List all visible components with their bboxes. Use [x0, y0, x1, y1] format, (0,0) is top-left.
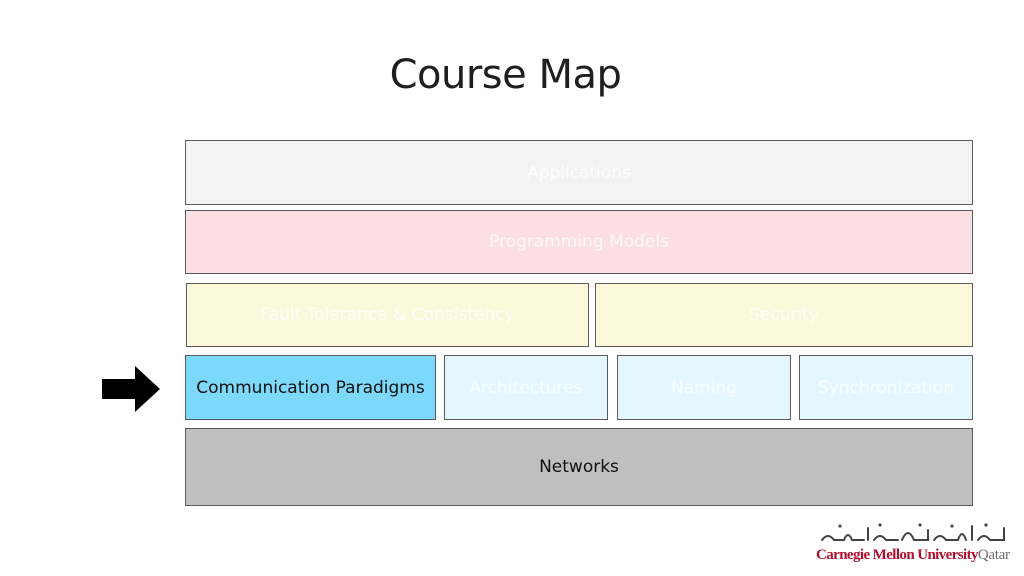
layer-communication-paradigms: Communication Paradigms: [185, 355, 436, 420]
layer-architectures: Architectures: [444, 355, 608, 420]
layer-security: Security: [595, 283, 973, 347]
layer-naming: Naming: [617, 355, 791, 420]
layer-networks-label: Networks: [539, 457, 619, 477]
page-title: Course Map: [389, 52, 622, 98]
layer-networks: Networks: [185, 428, 973, 506]
layer-synchronization-label: Synchronization: [817, 377, 955, 398]
layer-applications: Applications: [185, 140, 973, 205]
university-logo: Carnegie Mellon UniversityQatar: [814, 520, 1014, 570]
logo-qatar: Qatar: [977, 547, 1010, 563]
layer-security-label: Security: [749, 305, 819, 325]
right-arrow-icon: [102, 366, 160, 412]
logo-wordmark: Carnegie Mellon UniversityQatar: [816, 547, 1010, 564]
layer-fault-tolerance: Fault Tolerance & Consistency: [186, 283, 589, 347]
layer-programming-models-label: Programming Models: [489, 232, 669, 252]
layer-applications-label: Applications: [527, 162, 631, 183]
layer-programming-models: Programming Models: [185, 210, 973, 274]
layer-synchronization: Synchronization: [799, 355, 973, 420]
layer-naming-label: Naming: [671, 377, 737, 398]
logo-english: Carnegie Mellon University: [816, 547, 978, 563]
layer-architectures-label: Architectures: [469, 377, 583, 398]
arabic-script-logo: [821, 523, 1005, 541]
layer-communication-paradigms-label: Communication Paradigms: [196, 377, 425, 398]
layer-fault-tolerance-label: Fault Tolerance & Consistency: [260, 305, 515, 325]
